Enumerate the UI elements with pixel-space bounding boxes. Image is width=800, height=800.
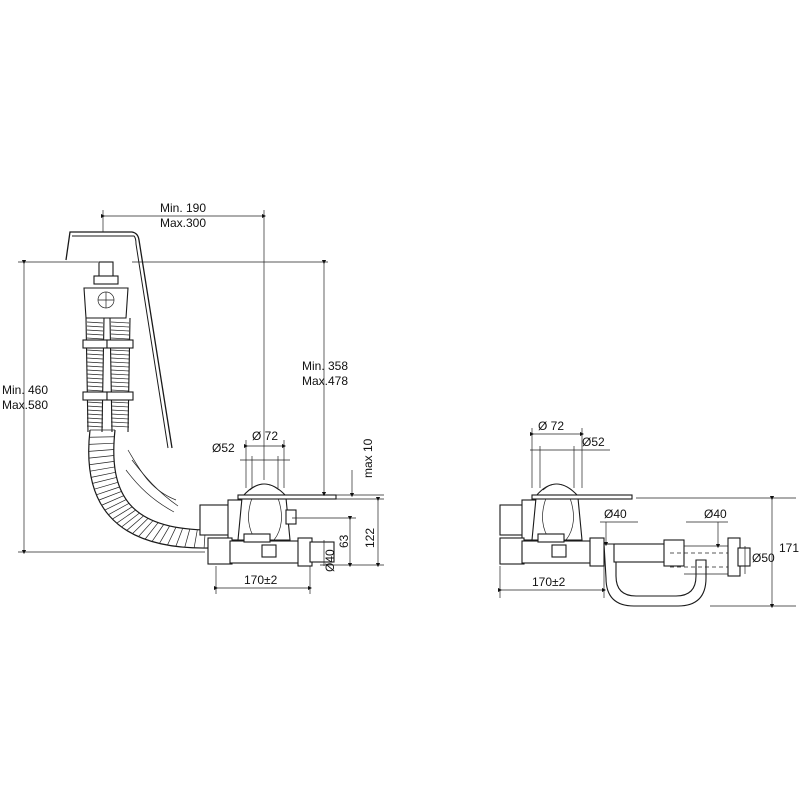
dim-total-height: 171 (636, 495, 799, 609)
dim-height-max: Max.580 (2, 398, 48, 412)
dim-pipe-left-right-view: Ø40 (600, 507, 638, 547)
dim-reach-max: Max.300 (160, 216, 206, 230)
dim-outer-diameter-left: Ø 72 (252, 429, 278, 443)
dim-width-left: 170±2 (213, 566, 313, 594)
sweep-hose (88, 429, 211, 549)
flexible-hoses (82, 317, 134, 433)
dim-max-thickness: max 10 (336, 438, 384, 500)
dim-vertical-left: 63 122 (292, 496, 384, 568)
dim-pipe-right-right-view: Ø40 (686, 507, 728, 549)
dim-width-right: 170±2 (497, 566, 607, 598)
dim-pipe-right-label: Ø40 (704, 507, 727, 521)
dim-total-height-label: 171 (779, 541, 799, 555)
dim-overflow: Min. 358 Max.478 (132, 259, 348, 497)
dim-pipe-diameter-left-label: Ø40 (323, 549, 337, 572)
dim-overflow-max: Max.478 (302, 374, 348, 388)
siphon-trap (603, 537, 751, 607)
waste-assembly-left (199, 483, 337, 567)
dim-inner-diameter-right: Ø52 (582, 435, 605, 449)
dim-max-thickness-label: max 10 (361, 438, 375, 478)
dim-63: 63 (337, 534, 351, 548)
dim-height-min: Min. 460 (2, 383, 48, 397)
dim-pipe-left-label: Ø40 (604, 507, 627, 521)
dim-overflow-min: Min. 358 (302, 359, 348, 373)
dim-reach-min: Min. 190 (160, 201, 206, 215)
dim-diameters-left: Ø 72 Ø52 (212, 429, 290, 488)
dim-width-right-label: 170±2 (532, 575, 566, 589)
dim-inner-diameter-left: Ø52 (212, 441, 235, 455)
dim-pipe-diameter-left: Ø40 (323, 540, 337, 572)
dim-width-left-label: 170±2 (244, 573, 278, 587)
overflow-rod (65, 231, 173, 449)
dim-outer-diameter-right: Ø 72 (538, 419, 564, 433)
dim-outlet-label: Ø50 (752, 551, 775, 565)
dim-height: Min. 460 Max.580 (2, 259, 205, 555)
right-view: Ø 72 Ø52 Ø40 Ø40 Ø50 171 (497, 419, 799, 609)
overflow-head (83, 261, 129, 319)
dim-outlet: Ø50 (744, 546, 775, 574)
dim-diameters-right: Ø 72 Ø52 (529, 419, 610, 488)
dim-reach: Min. 190 Max.300 (100, 201, 267, 480)
left-view: Min. 190 Max.300 Min. 460 Max.580 Min. 3… (2, 201, 384, 594)
dim-122: 122 (363, 528, 377, 548)
